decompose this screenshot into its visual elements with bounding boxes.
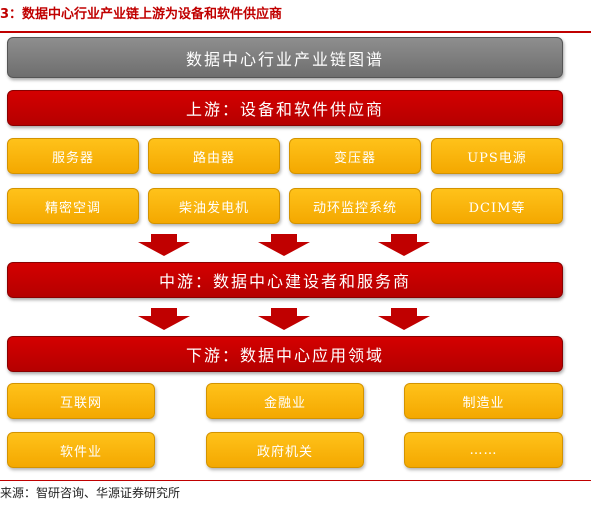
downstream-item: 制造业 [404,383,563,419]
down-arrow-icon [138,308,190,330]
upstream-bar: 上游：设备和软件供应商 [7,90,563,126]
upstream-item: 柴油发电机 [148,188,280,224]
caption-divider [0,31,591,33]
downstream-item: 软件业 [7,432,155,468]
midstream-bar: 中游：数据中心建设者和服务商 [7,262,563,298]
source-note: 来源：智研咨询、华源证券研究所 [0,486,181,500]
down-arrow-icon [258,308,310,330]
upstream-item: 精密空调 [7,188,139,224]
upstream-item: DCIM等 [431,188,563,224]
upstream-item: UPS电源 [431,138,563,174]
upstream-item: 动环监控系统 [289,188,421,224]
downstream-bar: 下游：数据中心应用领域 [7,336,563,372]
upstream-item: 路由器 [148,138,280,174]
upstream-item: 服务器 [7,138,139,174]
figure-caption: 3：数据中心行业产业链上游为设备和软件供应商 [0,7,283,22]
diagram-title: 数据中心行业产业链图谱 [7,37,563,78]
downstream-item: 政府机关 [206,432,364,468]
downstream-item: 金融业 [206,383,364,419]
down-arrow-icon [378,234,430,256]
down-arrow-icon [138,234,190,256]
down-arrow-icon [258,234,310,256]
source-divider [0,480,591,481]
down-arrow-icon [378,308,430,330]
upstream-item: 变压器 [289,138,421,174]
downstream-item: …… [404,432,563,468]
downstream-item: 互联网 [7,383,155,419]
